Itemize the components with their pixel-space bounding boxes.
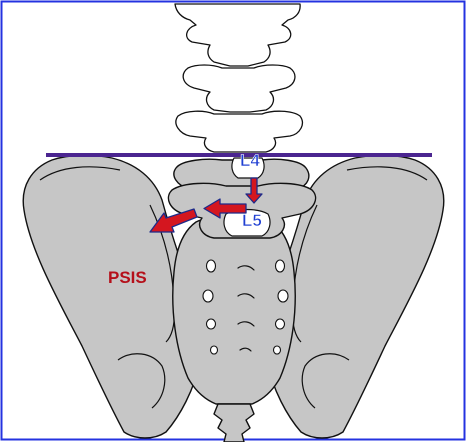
foramen-r1: [276, 260, 285, 272]
foramen-l2: [203, 290, 213, 302]
coccyx: [214, 404, 254, 442]
foramen-r4: [274, 346, 281, 354]
sacrum-body: [173, 216, 295, 404]
label-l4: L4: [240, 151, 260, 171]
vertebra-l2: [183, 65, 295, 112]
foramen-l3: [207, 319, 216, 329]
sacrum: [173, 216, 295, 442]
foramen-r2: [278, 290, 288, 302]
label-l5: L5: [242, 211, 262, 231]
label-psis: PSIS: [108, 268, 147, 288]
foramen-l4: [211, 346, 218, 354]
foramen-r3: [276, 319, 285, 329]
foramen-l1: [207, 260, 216, 272]
lumbar-spine: [175, 4, 302, 152]
vertebra-l1: [175, 4, 300, 66]
vertebra-l3: [176, 111, 302, 152]
